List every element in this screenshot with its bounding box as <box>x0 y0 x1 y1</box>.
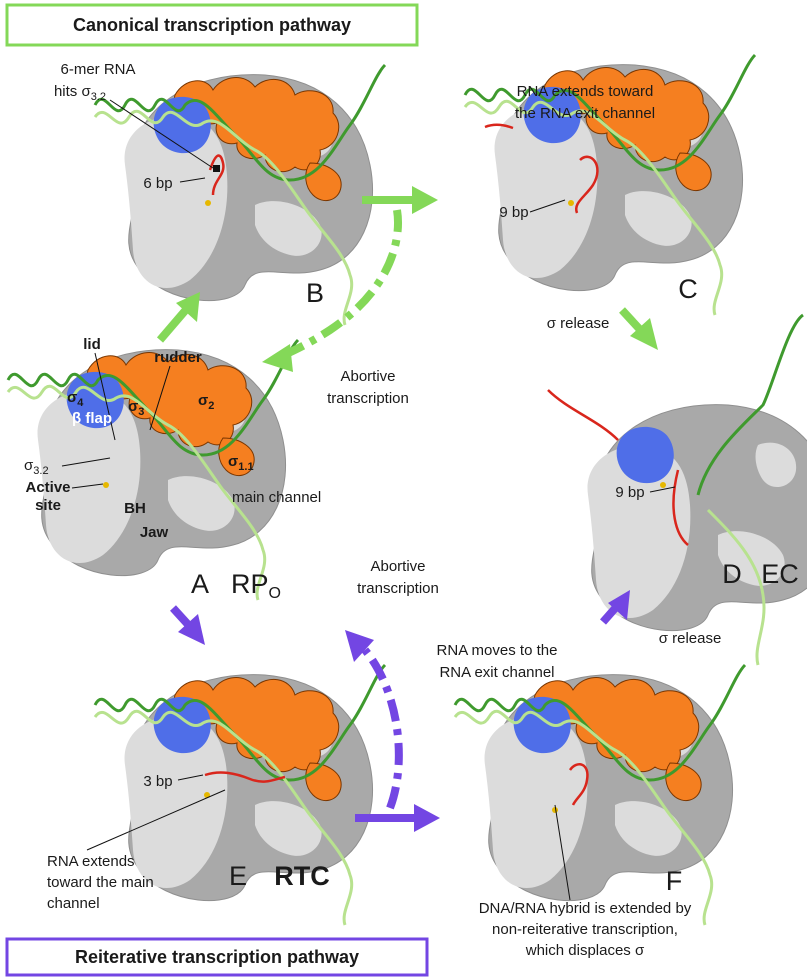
panel-a-state: RPO <box>231 569 281 602</box>
label-main-channel: main channel <box>232 489 321 506</box>
label-beta-flap: β flap <box>72 410 112 427</box>
label-sigma32: σ3.2 <box>24 457 49 477</box>
sigma32-contact-marker <box>213 165 220 172</box>
panel-d <box>547 313 807 666</box>
sigma-release-bottom: σ release <box>659 630 722 647</box>
e-note-line1: RNA extends <box>47 853 135 870</box>
label-rudder: rudder <box>154 349 202 366</box>
arrow-c-to-d <box>619 307 658 350</box>
c-note-line1: RNA extends toward <box>517 83 654 100</box>
arrow-f-to-d <box>600 590 630 625</box>
active-site-dot <box>103 482 109 488</box>
abortive-top-line2: transcription <box>327 390 409 407</box>
panel-letter-d: D <box>722 559 742 589</box>
f-note-line3: which displaces σ <box>525 942 645 959</box>
arrow-abortive-purple <box>345 630 403 810</box>
reiterative-title-box: Reiterative transcription pathway <box>5 937 429 977</box>
arrow-a-to-e <box>170 605 205 645</box>
e-note-leader <box>86 789 226 851</box>
b-note-leader <box>109 99 214 169</box>
panel-letter-c: C <box>678 274 698 304</box>
canonical-title: Canonical transcription pathway <box>73 15 351 35</box>
label-sigma3: σ3 <box>128 398 144 418</box>
e-note-line3: channel <box>47 895 100 912</box>
c-bp-label: 9 bp <box>499 204 528 221</box>
c-note-line2: the RNA exit channel <box>515 105 655 122</box>
panel-letter-b: B <box>306 278 324 308</box>
panel-f <box>453 663 747 927</box>
label-bh: BH <box>124 500 146 517</box>
label-active-site-2: site <box>35 497 61 514</box>
arrow-a-to-b <box>156 292 200 343</box>
arrow-abortive-green <box>262 209 402 372</box>
panel-d-state: EC <box>761 559 799 589</box>
arrow-b-to-c <box>362 186 438 214</box>
reiterative-title: Reiterative transcription pathway <box>75 947 359 967</box>
label-sigma2: σ2 <box>198 392 214 412</box>
label-lid: lid <box>83 336 101 353</box>
abortive-bottom-line1: Abortive <box>370 558 425 575</box>
d-bp-label: 9 bp <box>615 484 644 501</box>
panel-b <box>93 63 387 327</box>
f-note-leader <box>554 804 571 901</box>
label-sigma4: σ4 <box>67 389 84 409</box>
label-sigma11: σ1.1 <box>228 453 254 473</box>
e-bp-label: 3 bp <box>143 773 172 790</box>
rna-strand <box>208 154 225 196</box>
label-jaw: Jaw <box>140 524 169 541</box>
abortive-bottom-line2: transcription <box>357 580 439 597</box>
arrow-e-to-f <box>355 804 440 832</box>
b-bp-label: 6 bp <box>143 175 172 192</box>
b-note-line1: 6-mer RNA <box>60 61 135 78</box>
sigma-release-top: σ release <box>547 315 610 332</box>
f-note-line2: non-reiterative transcription, <box>492 921 678 938</box>
panel-letter-a: A <box>191 569 209 599</box>
panel-letter-f: F <box>666 866 683 896</box>
f-note-line1: DNA/RNA hybrid is extended by <box>479 900 692 917</box>
panel-a <box>6 338 300 602</box>
panel-e <box>93 663 387 927</box>
canonical-title-box: Canonical transcription pathway <box>5 3 419 47</box>
abortive-top-line1: Abortive <box>340 368 395 385</box>
active-site-dot <box>205 200 211 206</box>
label-active-site-1: Active <box>25 479 70 496</box>
b-note-line2: hits σ3.2 <box>54 83 106 103</box>
e-note-line2: toward the main <box>47 874 154 891</box>
f-top-line1: RNA moves to the <box>437 642 558 659</box>
panel-e-state: RTC <box>274 861 330 891</box>
panel-c <box>463 53 757 317</box>
panel-letter-e: E <box>229 861 247 891</box>
f-top-line2: RNA exit channel <box>439 664 554 681</box>
